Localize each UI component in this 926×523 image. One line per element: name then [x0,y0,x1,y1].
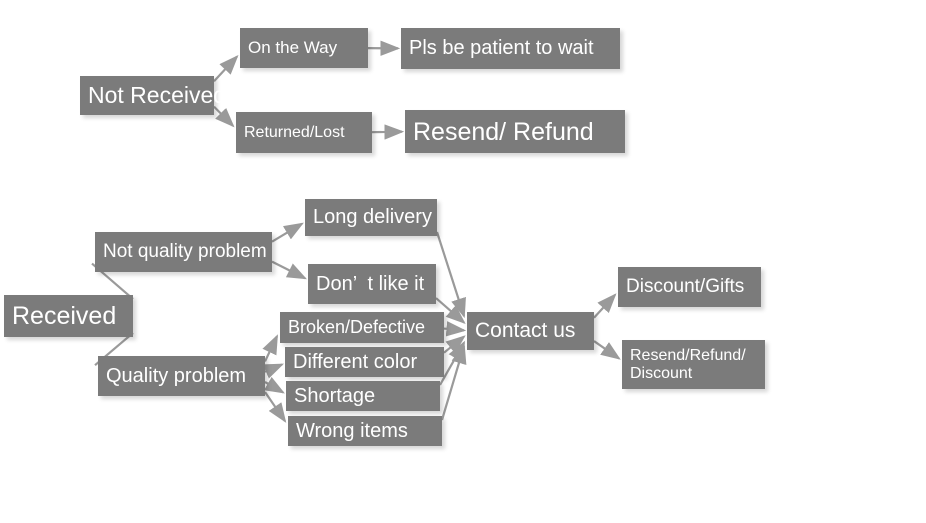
node-different-color[interactable]: Different color [285,347,444,377]
node-dont-like-it[interactable]: Don’ t like it [308,264,436,304]
node-label: Returned/Lost [244,123,345,141]
node-label: Received [12,302,117,330]
edge-e-quality-wrong [264,391,287,423]
node-label: Broken/Defective [288,317,426,338]
node-returned-lost[interactable]: Returned/Lost [236,112,372,153]
edge-e-notquality-dontlike [271,260,307,280]
node-contact-us[interactable]: Contact us [467,312,594,350]
node-label: Don’ t like it [316,272,425,295]
node-resend-refund-discount[interactable]: Resend/Refund/ Discount [622,340,765,389]
edge-e-contact-resend [593,340,621,360]
edge-e-wrong-contact [440,343,467,421]
node-label: Different color [293,350,418,373]
node-label: Wrong items [296,419,408,442]
edge-e-quality-shortage [263,376,285,394]
node-label: Shortage [294,384,376,407]
edge-e-quality-diffcolor [262,363,285,379]
node-label: On the Way [248,38,338,58]
node-label: Quality problem [106,364,247,387]
node-on-the-way[interactable]: On the Way [240,28,368,68]
node-shortage[interactable]: Shortage [286,381,440,411]
node-label: Not quality problem [103,241,267,263]
node-not-quality[interactable]: Not quality problem [95,232,272,272]
node-label: Resend/Refund/ Discount [630,346,746,382]
edge-e-returned-resend [371,124,405,140]
edge-e-broken-contact [443,321,467,337]
edge-e-diffcolor-contact [443,335,466,354]
node-quality[interactable]: Quality problem [98,356,265,396]
node-discount-gifts[interactable]: Discount/Gifts [618,267,761,307]
node-wrong-items[interactable]: Wrong items [288,416,442,446]
edge-e-notrecv-ontheway [213,54,239,82]
node-not-received[interactable]: Not Received [80,76,227,115]
edge-e-contact-discount [593,293,617,319]
edge-e-notquality-longdel [271,222,304,243]
node-label: Not Received [88,81,227,108]
node-received[interactable]: Received [4,295,133,337]
node-label: Discount/Gifts [626,276,745,298]
node-label: Contact us [475,319,576,343]
node-broken-defective[interactable]: Broken/Defective [280,312,444,343]
node-long-delivery[interactable]: Long delivery [305,199,437,236]
node-pls-be-patient[interactable]: Pls be patient to wait [401,28,620,69]
node-resend-refund[interactable]: Resend/ Refund [405,110,625,153]
edge-e-notrecv-returned [213,105,235,128]
node-label: Pls be patient to wait [409,37,594,60]
edge-e-longdel-contact [435,231,466,319]
edge-e-quality-broken [262,334,278,362]
node-label: Long delivery [313,206,432,229]
node-label: Resend/ Refund [413,117,594,146]
